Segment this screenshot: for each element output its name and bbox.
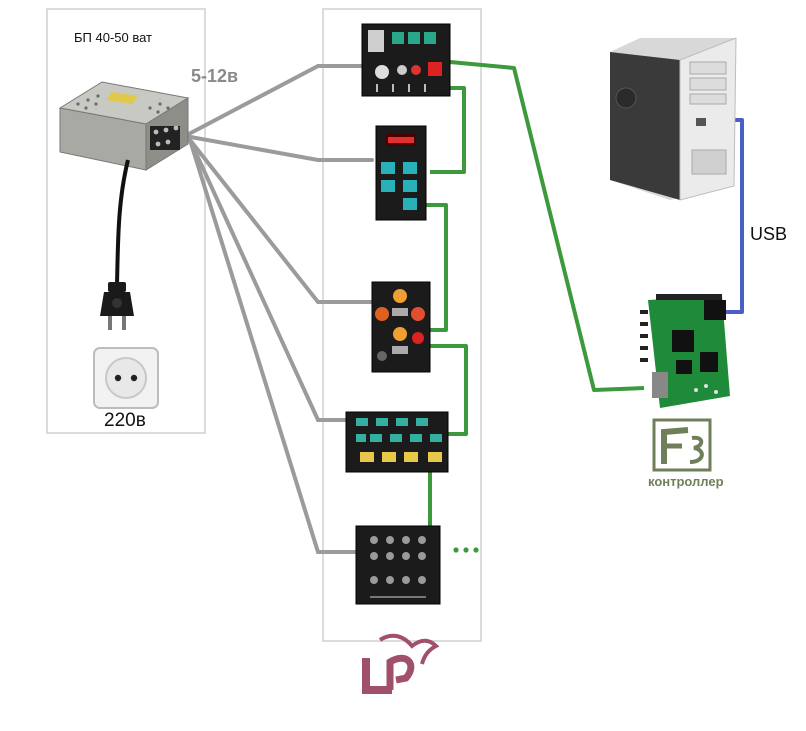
- ellipsis-icon: [453, 547, 479, 553]
- control-panel-1: [361, 23, 451, 97]
- pc-tower-icon: [610, 37, 737, 201]
- controller-label: контроллер: [648, 474, 724, 489]
- power-plug-icon: [100, 282, 134, 330]
- control-panel-5: [355, 525, 441, 605]
- psu-title: БП 40-50 ват: [74, 30, 153, 45]
- data-wires: [420, 60, 645, 530]
- panels-frame: [322, 8, 482, 642]
- power-supply-icon: [58, 81, 190, 171]
- mains-voltage-label: 220в: [104, 410, 146, 431]
- control-panel-3: [371, 281, 431, 373]
- wall-socket-icon: [93, 347, 159, 409]
- f3-logo-icon: [652, 418, 712, 472]
- psu-frame: [46, 8, 206, 434]
- control-panel-4: [345, 411, 449, 473]
- power-wires: [183, 64, 374, 554]
- controller-board-icon: [640, 294, 730, 408]
- voltage-label: 5-12в: [191, 66, 239, 86]
- usb-label: USB: [750, 224, 788, 244]
- control-panel-2: [375, 125, 427, 221]
- mains-cable: [115, 159, 130, 286]
- lp-logo-icon: [362, 633, 440, 694]
